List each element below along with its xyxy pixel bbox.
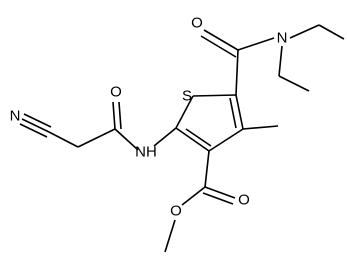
atom-cyano-nitrogen: N — [10, 108, 21, 125]
bond-c4-ester-c — [204, 150, 210, 188]
bond-c3-c2-double — [229, 97, 237, 129]
bond-acyl-ch2 — [77, 128, 116, 148]
atom-sulfur: S — [182, 88, 192, 105]
bond-ester-c-o-single — [181, 186, 206, 206]
bond-acyl-o — [112, 101, 116, 130]
atom-diethylamide-nitrogen: N — [277, 30, 288, 47]
bond-c5-nh — [153, 127, 177, 147]
bond-c3-c2 — [235, 94, 244, 130]
bond-acyl-o-double — [118, 101, 122, 130]
atom-acyl-oxygen: O — [110, 84, 122, 101]
bond-ester-c-o-double — [204, 186, 236, 199]
bond-c2-carbonyl — [235, 49, 239, 96]
bond-ethyl2-ch3 — [278, 75, 310, 92]
atom-amide-nh: NH — [135, 144, 157, 161]
bond-ethyl1-ch3 — [318, 24, 345, 40]
bond-ch2-cn — [48, 131, 79, 148]
bond-c5-c4 — [175, 127, 210, 152]
bond-ester-c-o-double-2 — [202, 192, 234, 205]
atom-ester-oxygen-double: O — [238, 192, 250, 209]
bond-n-ethyl1 — [289, 24, 320, 39]
bond-n-ethyl2 — [278, 45, 283, 77]
bond-lines — [19, 24, 345, 253]
bond-cn-triple-3 — [19, 123, 48, 138]
bond-nh-acyl — [114, 128, 139, 151]
atom-ester-oxygen-single: O — [170, 203, 182, 220]
bond-carbonyl-o — [203, 29, 239, 51]
bond-o-methyl — [164, 219, 176, 253]
bond-cn-triple-2 — [23, 113, 52, 128]
atom-carbonyl-oxygen: O — [191, 15, 203, 32]
bond-cn-triple-1 — [21, 118, 50, 133]
bond-s-c2 — [192, 94, 237, 97]
bond-c5-c4-double — [185, 128, 212, 147]
bond-s-c5 — [175, 95, 194, 129]
bond-c4-c3 — [208, 128, 244, 152]
bond-carbonyl-o-double — [200, 35, 237, 58]
bond-c3-methyl — [242, 125, 279, 130]
bond-carbonyl-n — [237, 37, 275, 51]
